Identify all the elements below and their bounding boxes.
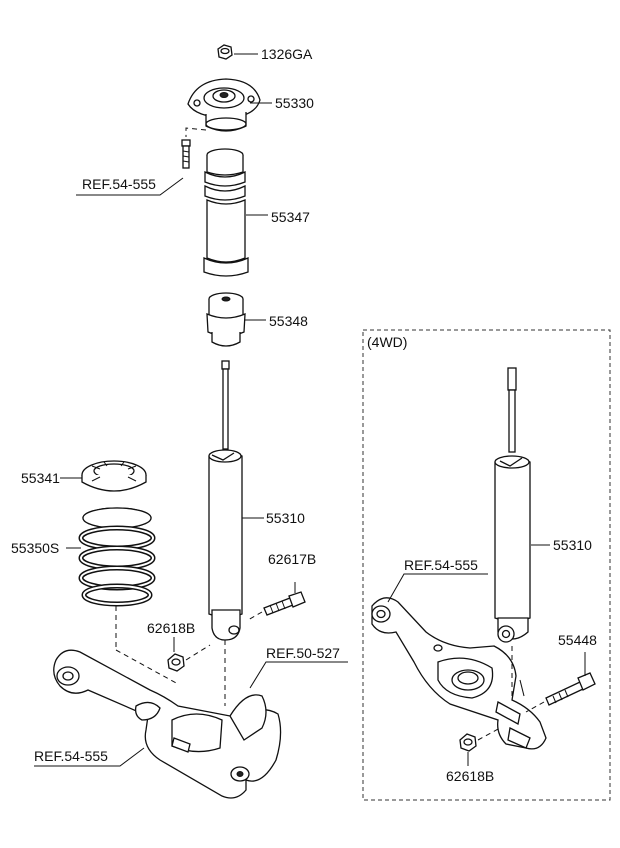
label-62618b-left: 62618B (147, 620, 195, 636)
strut-mount-55330 (187, 78, 272, 132)
label-62618b-right: 62618B (446, 768, 494, 784)
label-ref-50-527: REF.50-527 (266, 645, 340, 661)
nut-62618b-left (167, 637, 211, 672)
nut-1326ga (217, 44, 258, 60)
label-55330: 55330 (275, 95, 314, 111)
nut-62618b-right (459, 727, 501, 766)
label-62617b: 62617B (268, 551, 316, 567)
label-55347: 55347 (271, 209, 310, 225)
bolt-55448 (525, 652, 596, 713)
label-55310-left: 55310 (266, 510, 305, 526)
label-55310-right: 55310 (553, 537, 592, 553)
label-ref-54-555-4wd: REF.54-555 (404, 557, 478, 573)
spring-seat-55341 (60, 460, 147, 492)
label-55348: 55348 (269, 313, 308, 329)
label-1326ga: 1326GA (261, 46, 313, 62)
shock-absorber-55310-right (494, 367, 550, 643)
4wd-group-box (362, 329, 611, 801)
dust-boot-55347 (203, 148, 268, 277)
shock-absorber-55310-left (208, 360, 264, 641)
lower-control-arm-left (53, 640, 348, 799)
lower-control-arm-4wd (371, 573, 547, 750)
mount-bolt (76, 127, 207, 196)
label-ref-54-555-bottom: REF.54-555 (34, 748, 108, 764)
label-55350s: 55350S (11, 540, 59, 556)
bolt-62617b (247, 582, 306, 621)
bump-stopper-55348 (206, 292, 266, 347)
label-ref-54-555-top: REF.54-555 (82, 176, 156, 192)
label-55448: 55448 (558, 632, 597, 648)
label-4wd: (4WD) (367, 334, 407, 350)
coil-spring-55350s (66, 507, 179, 685)
label-55341: 55341 (21, 470, 60, 486)
